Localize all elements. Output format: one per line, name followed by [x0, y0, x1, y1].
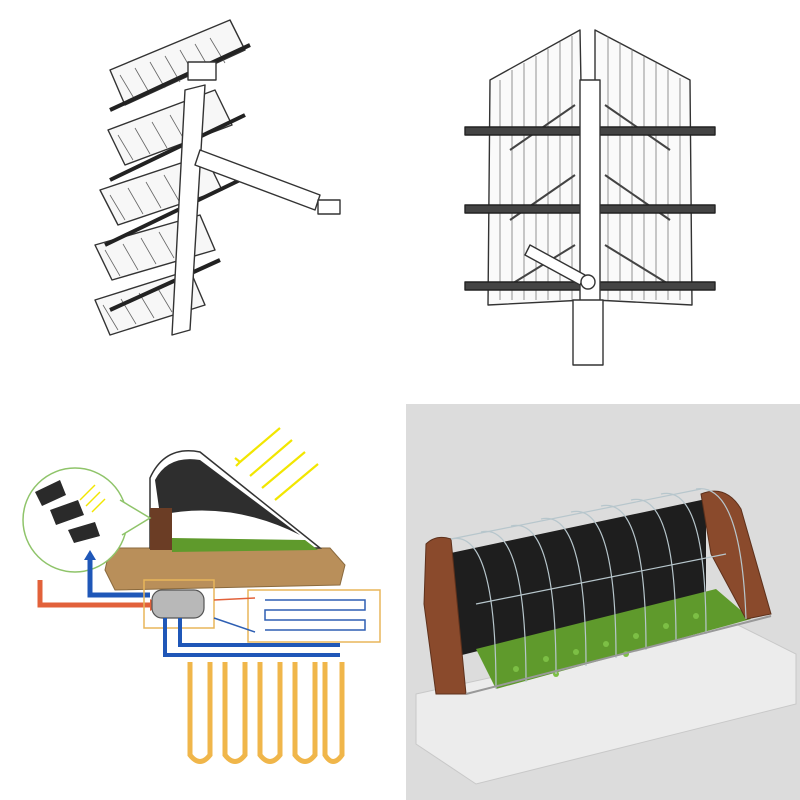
ground-coils — [187, 662, 345, 764]
front-base-edge — [465, 615, 772, 695]
radiator-box — [247, 589, 381, 643]
panel-collector-array-front — [400, 0, 800, 400]
central-mast — [579, 79, 601, 331]
hot-water-pipe — [37, 580, 150, 608]
callout-circle — [22, 467, 128, 573]
ground-supply-pipe — [163, 618, 340, 657]
collector-icons — [35, 480, 100, 543]
greenhouse-crops — [172, 538, 318, 552]
callout-pointer — [119, 499, 152, 536]
crop-bed — [476, 589, 751, 689]
base-actuator — [572, 299, 604, 366]
radiator-coil — [264, 599, 366, 631]
heating-schematic — [22, 427, 381, 764]
actuator-end — [317, 199, 341, 215]
greenhouse-render — [415, 488, 797, 785]
pivot-joint — [580, 274, 596, 290]
collector-right — [594, 29, 693, 306]
diagonal-strut — [524, 244, 586, 286]
storage-tank — [151, 589, 205, 619]
ground-return-pipe — [178, 618, 340, 647]
collector-array-drawing — [464, 29, 716, 366]
actuator-arm — [194, 149, 321, 211]
mount-post — [171, 84, 206, 336]
collector-left — [487, 29, 586, 306]
brick-wall-right — [700, 490, 772, 620]
cold-water-pipe — [87, 560, 150, 598]
glass-arches — [450, 488, 747, 690]
greenhouse-dark-roof — [155, 459, 300, 535]
soil-base — [104, 547, 346, 591]
junction-box — [187, 61, 217, 81]
sun-rays — [234, 427, 319, 501]
back-wall — [446, 499, 706, 659]
panel-greenhouse-render — [406, 404, 800, 800]
panel-tilted-collector-mount — [0, 0, 400, 400]
greenhouse-back-wall — [150, 508, 172, 550]
collector-mount-drawing — [94, 19, 341, 336]
panel-heating-system-schematic — [0, 400, 400, 800]
brick-wall-left — [423, 536, 467, 695]
